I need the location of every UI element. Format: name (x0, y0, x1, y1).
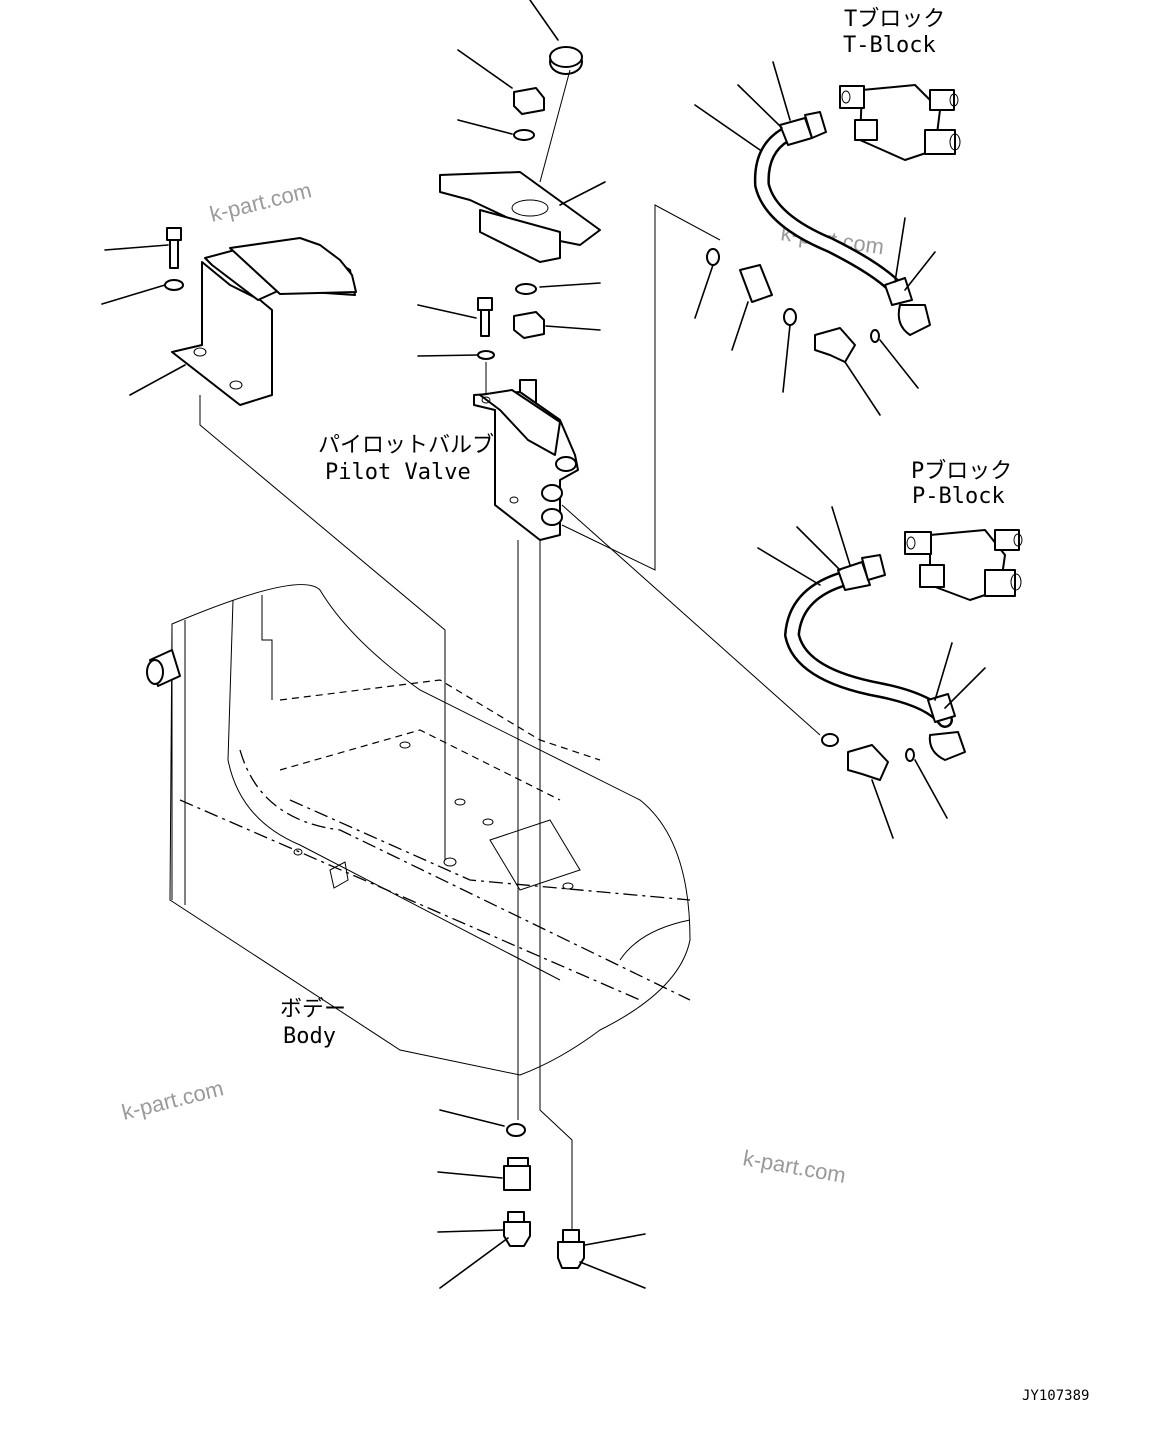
p-block-hose (757, 506, 1023, 839)
pilot-valve-label-jp: パイロットバルブ (318, 433, 494, 458)
bottom-fittings (437, 1109, 646, 1289)
pilot-valve-label-en: Pilot Valve (325, 460, 471, 485)
p-block-label-jp: Pブロック (911, 459, 1012, 484)
pilot-valve-assembly (417, 0, 821, 1240)
watermark-1: k-part.com (207, 177, 314, 226)
t-block-label-jp: Tブロック (844, 7, 945, 32)
body-label-en: Body (283, 1024, 336, 1049)
body-floor (146, 584, 691, 1076)
bracket-assembly (101, 227, 446, 860)
t-block-hose (694, 61, 961, 416)
t-block-label-en: T-Block (843, 33, 936, 58)
p-block-label-en: P-Block (912, 484, 1005, 509)
watermark-4: k-part.com (741, 1145, 848, 1188)
watermark-3: k-part.com (119, 1075, 226, 1124)
drawing-code: JY107389 (1022, 1388, 1089, 1404)
body-label-jp: ボデー (280, 997, 346, 1022)
